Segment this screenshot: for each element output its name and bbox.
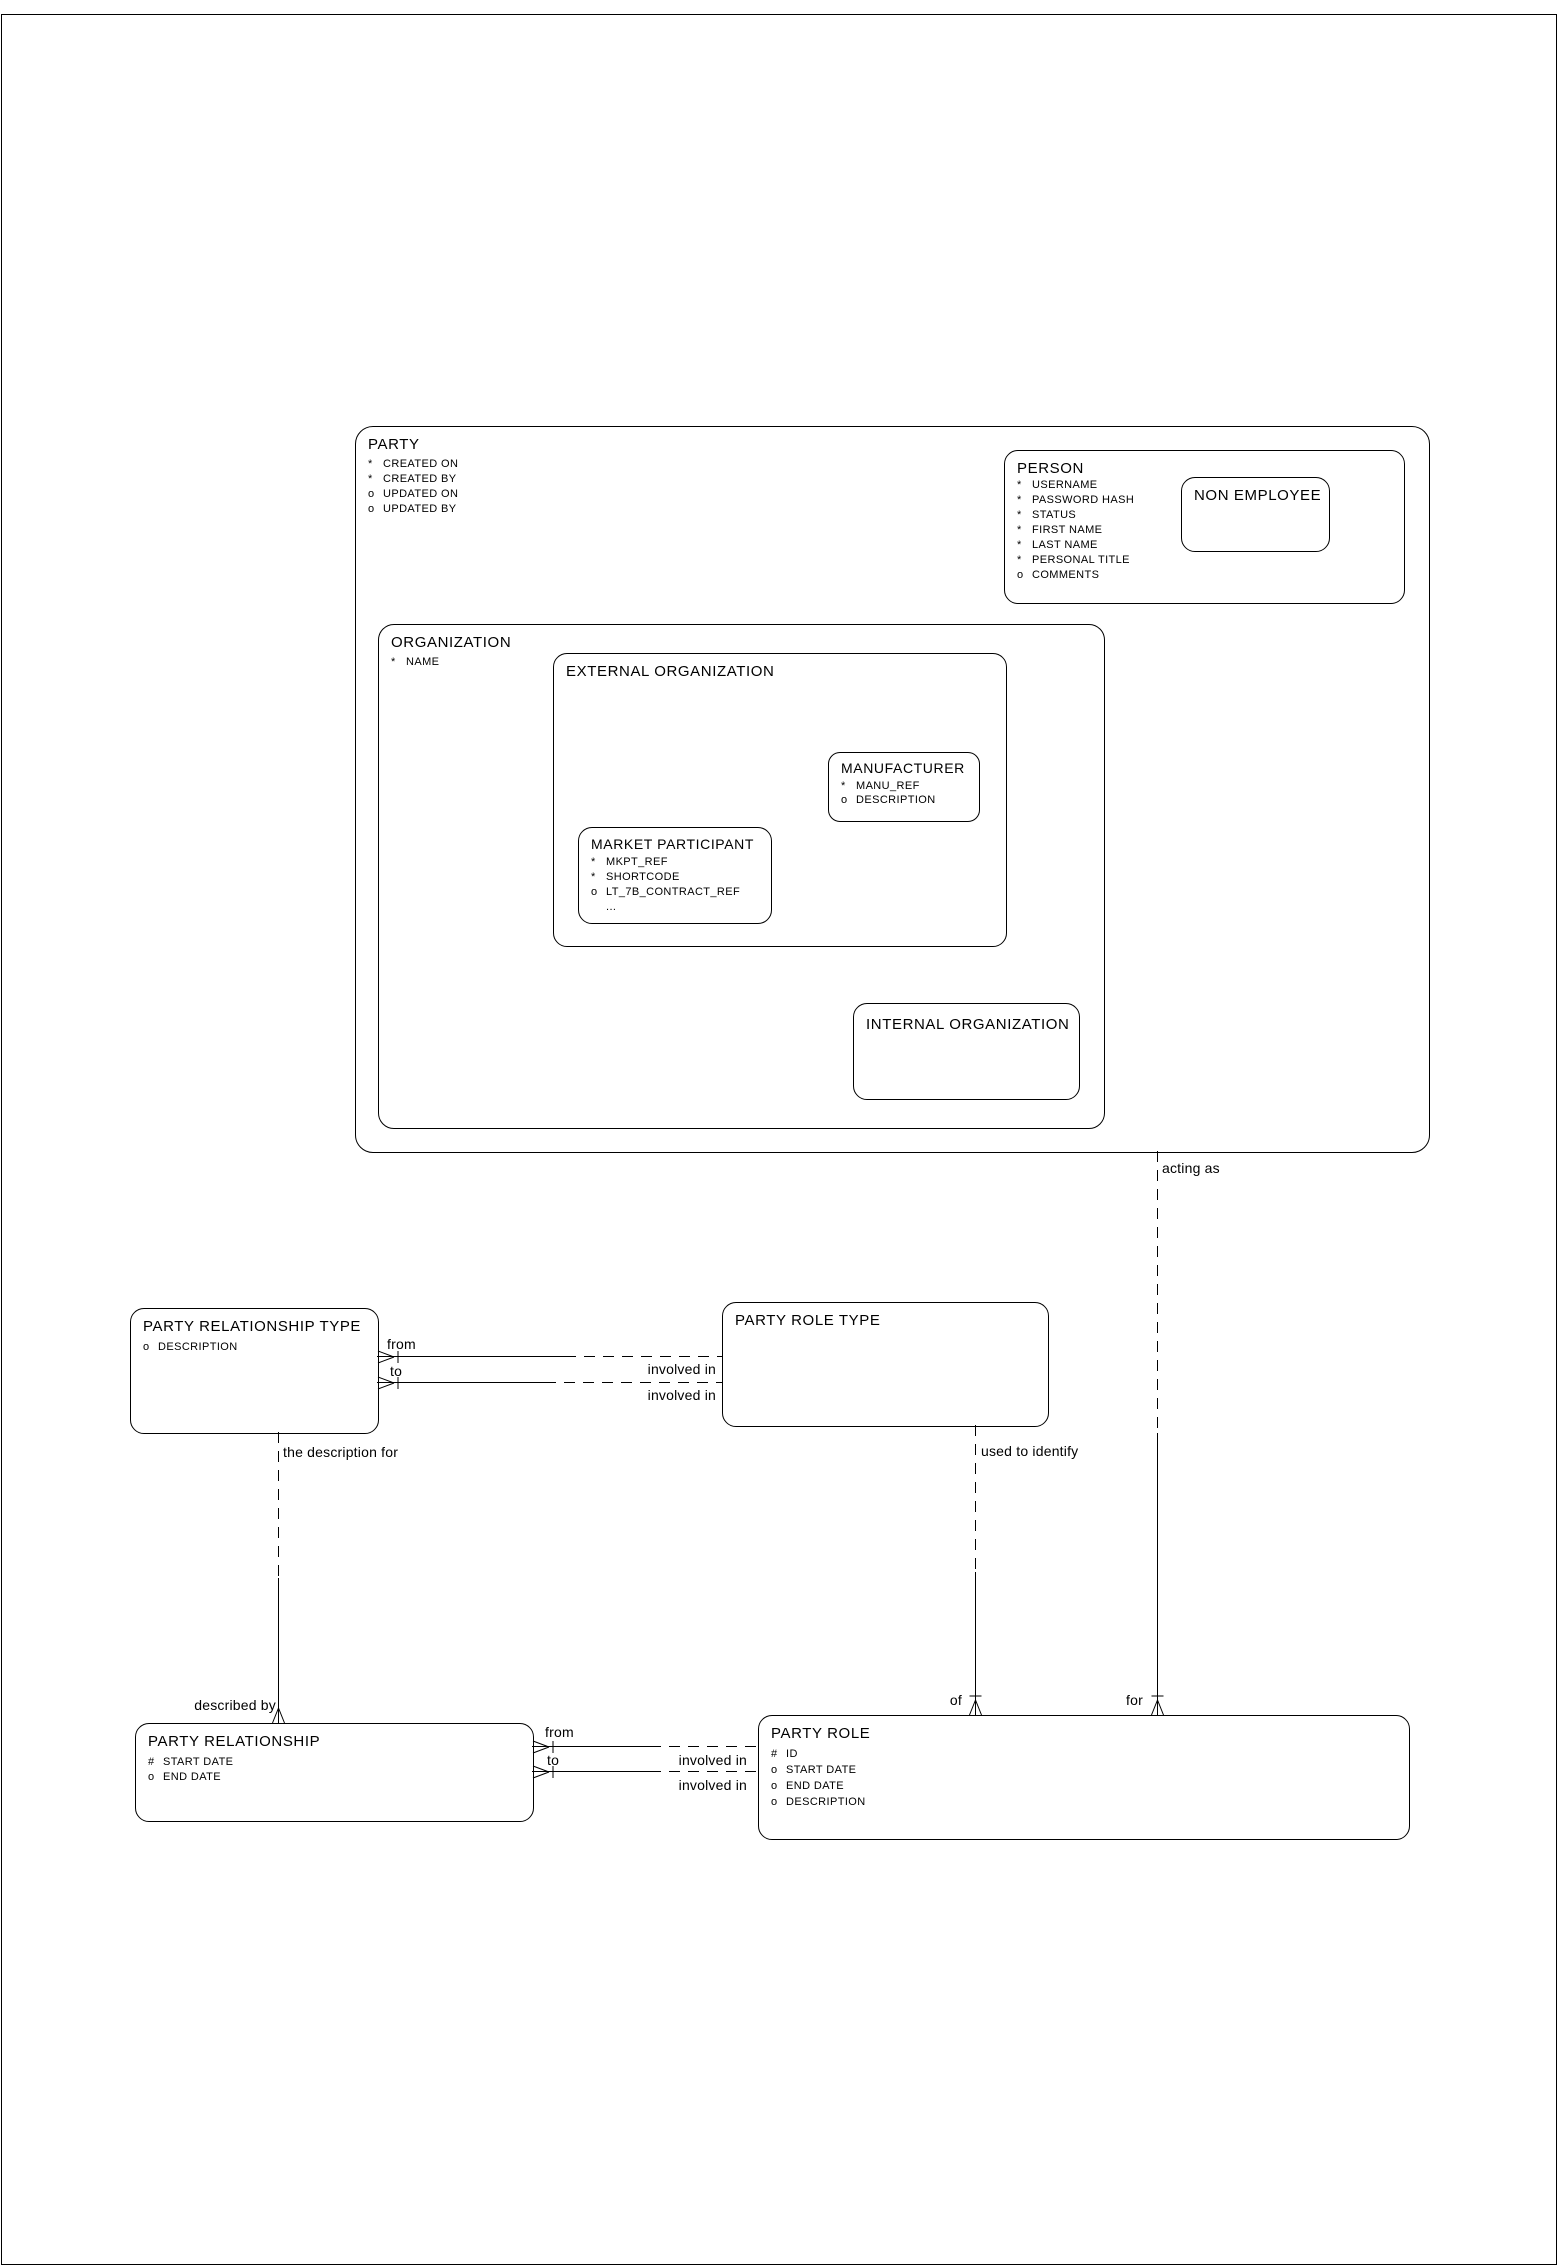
entity-title-organization: ORGANIZATION	[391, 634, 512, 651]
relationship-line-identify-dashed	[975, 1425, 976, 1572]
entity-non-employee[interactable]: NON EMPLOYEE	[1181, 477, 1330, 552]
attribute-list-person: *USERNAME *PASSWORD HASH *STATUS *FIRST …	[1017, 478, 1134, 583]
crow-foot-icon	[969, 1695, 982, 1716]
relationship-line-acting-dashed	[1157, 1151, 1158, 1433]
relationship-label-type-to: to	[390, 1363, 403, 1379]
attribute-row: ...	[606, 901, 617, 913]
entity-title-party: PARTY	[368, 436, 420, 453]
entity-party-role-type[interactable]: PARTY ROLE TYPE	[722, 1302, 1049, 1427]
relationship-label-used-to-identify: used to identify	[981, 1443, 1079, 1459]
relationship-label-rel-involved-in-2: involved in	[678, 1777, 747, 1793]
relationship-label-rel-to: to	[547, 1752, 560, 1768]
entity-title-party-role-type: PARTY ROLE TYPE	[735, 1312, 881, 1329]
relationship-line-rel-from-solid	[532, 1746, 650, 1747]
entity-external-organization[interactable]: EXTERNAL ORGANIZATION	[553, 653, 1007, 947]
relationship-label-described-by: described by	[194, 1697, 276, 1713]
attribute-row: *CREATED BY	[368, 473, 457, 485]
entity-internal-organization[interactable]: INTERNAL ORGANIZATION	[853, 1003, 1080, 1100]
entity-title-market-participant: MARKET PARTICIPANT	[591, 836, 755, 852]
crow-foot-icon	[377, 1376, 399, 1390]
attribute-row: #ID	[771, 1748, 798, 1760]
relationship-line-rel-from-dashed	[650, 1746, 758, 1747]
crow-foot-icon	[272, 1707, 285, 1724]
relationship-line-description-solid	[278, 1578, 279, 1723]
relationship-line-rel-to-solid	[532, 1771, 650, 1772]
attribute-row: #START DATE	[148, 1756, 234, 1768]
relationship-label-type-from: from	[387, 1336, 416, 1352]
attribute-row: *NAME	[391, 656, 440, 668]
entity-title-non-employee: NON EMPLOYEE	[1194, 487, 1322, 504]
page-border	[1, 14, 1557, 2265]
crow-foot-icon	[377, 1350, 399, 1364]
attribute-list-organization: *NAME	[391, 655, 439, 670]
crow-foot-icon	[1151, 1695, 1164, 1716]
relationship-line-type-to-solid	[377, 1382, 545, 1383]
relationship-line-type-to-dashed	[545, 1382, 722, 1383]
relationship-label-type-involved-in-2: involved in	[647, 1387, 716, 1403]
attribute-row: *MANU_REF	[841, 780, 920, 792]
relationship-label-rel-involved-in-1: involved in	[678, 1752, 747, 1768]
crow-foot-icon	[532, 1765, 554, 1779]
attribute-row: *FIRST NAME	[1017, 524, 1103, 536]
relationship-line-rel-to-dashed	[650, 1771, 758, 1772]
entity-organization[interactable]: ORGANIZATION *NAME	[378, 624, 1105, 1129]
relationship-label-of: of	[949, 1692, 962, 1708]
entity-title-external-organization: EXTERNAL ORGANIZATION	[566, 663, 775, 680]
attribute-row: *MKPT_REF	[591, 856, 668, 868]
relationship-label-for: for	[1126, 1692, 1143, 1708]
relationship-line-type-from-solid	[377, 1356, 565, 1357]
attribute-row: *USERNAME	[1017, 479, 1098, 491]
entity-market-participant[interactable]: MARKET PARTICIPANT *MKPT_REF *SHORTCODE …	[578, 827, 772, 924]
relationship-line-type-from-dashed	[565, 1356, 722, 1357]
crow-foot-icon	[532, 1740, 554, 1754]
attribute-row: *SHORTCODE	[591, 871, 680, 883]
relationship-line-identify-solid	[975, 1572, 976, 1715]
entity-title-party-relationship: PARTY RELATIONSHIP	[148, 1733, 321, 1750]
relationship-label-acting-as: acting as	[1162, 1160, 1220, 1176]
entity-title-party-role: PARTY ROLE	[771, 1725, 871, 1742]
attribute-row: *CREATED ON	[368, 458, 459, 470]
entity-person[interactable]: PERSON *USERNAME *PASSWORD HASH *STATUS …	[1004, 450, 1405, 604]
relationship-label-rel-from: from	[545, 1724, 574, 1740]
entity-title-manufacturer: MANUFACTURER	[841, 760, 965, 776]
entity-title-person: PERSON	[1017, 460, 1084, 477]
attribute-row: *PERSONAL TITLE	[1017, 554, 1130, 566]
entity-title-party-relationship-type: PARTY RELATIONSHIP TYPE	[143, 1318, 362, 1335]
attribute-row: *LAST NAME	[1017, 539, 1098, 551]
attribute-row: *PASSWORD HASH	[1017, 494, 1135, 506]
entity-title-internal-organization: INTERNAL ORGANIZATION	[866, 1016, 1070, 1033]
relationship-line-description-dashed	[278, 1432, 279, 1578]
relationship-label-type-involved-in-1: involved in	[647, 1361, 716, 1377]
relationship-label-the-description-for: the description for	[283, 1444, 399, 1460]
relationship-line-acting-solid	[1157, 1433, 1158, 1715]
attribute-row: *STATUS	[1017, 509, 1077, 521]
